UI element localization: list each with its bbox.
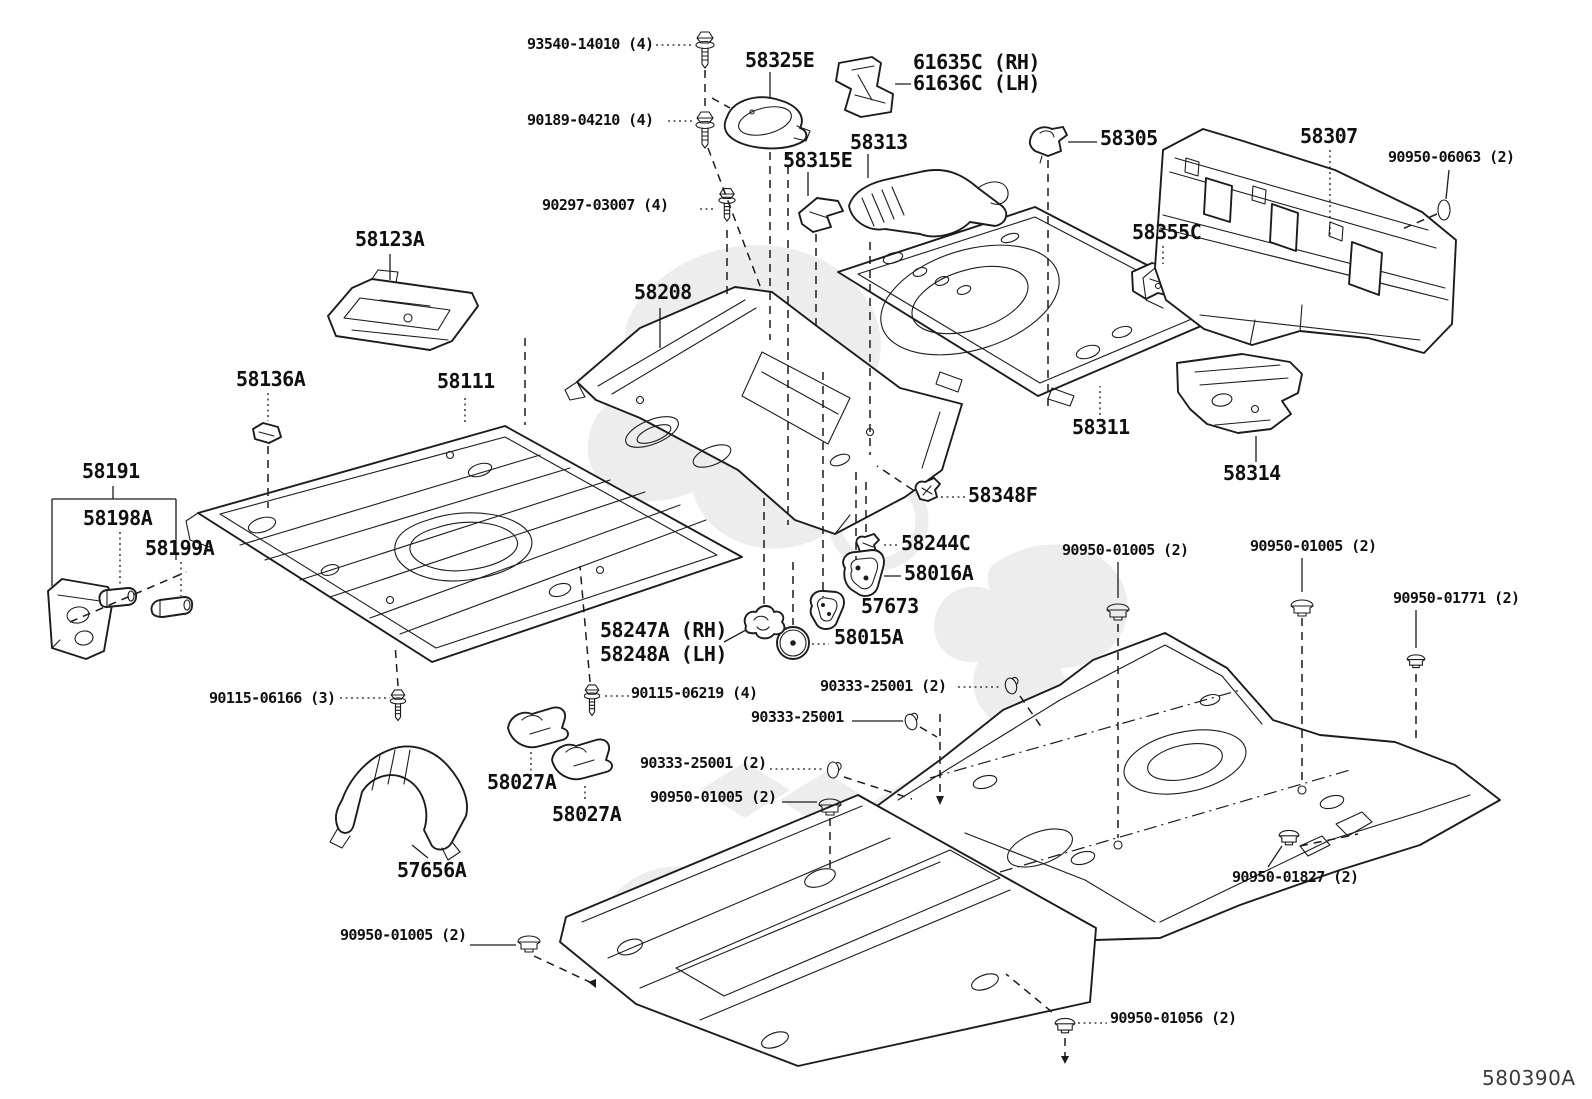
- part-label-90950-01771[interactable]: 90950-01771 (2): [1393, 589, 1520, 607]
- part-label-90950-01005-r1[interactable]: 90950-01005 (2): [1062, 541, 1189, 559]
- plug-90950-01771: [1406, 654, 1426, 669]
- part-drawing-floor-under-cover: [560, 795, 1096, 1066]
- part-drawing-58111: [186, 426, 742, 662]
- part-drawing-58307: [1143, 129, 1456, 353]
- part-drawing-58348F: [916, 478, 940, 501]
- part-drawing-58198A: [99, 588, 136, 607]
- part-label-58348F[interactable]: 58348F: [968, 483, 1038, 507]
- part-drawing-58315E: [799, 198, 843, 232]
- part-label-58313[interactable]: 58313: [850, 130, 908, 154]
- part-drawing-58325E: [725, 97, 810, 148]
- part-label-58016A[interactable]: 58016A: [904, 561, 974, 585]
- part-label-90333-25001-b[interactable]: 90333-25001: [751, 708, 844, 726]
- part-drawing-57673: [811, 591, 844, 629]
- plug-90950-01005-right-2: [1290, 599, 1314, 617]
- part-label-58191[interactable]: 58191: [82, 459, 140, 483]
- part-drawing-58027A-1: [508, 707, 568, 747]
- part-label-90115-06219[interactable]: 90115-06219 (4): [631, 684, 758, 702]
- part-label-58311[interactable]: 58311: [1072, 415, 1130, 439]
- part-label-58355C[interactable]: 58355C: [1132, 220, 1202, 244]
- part-label-57656A[interactable]: 57656A: [397, 858, 467, 882]
- part-label-58198A[interactable]: 58198A: [83, 506, 153, 530]
- part-drawing-57656A: [330, 746, 467, 860]
- bolt-90189-04210: [695, 111, 715, 149]
- part-label-90950-01005-center[interactable]: 90950-01005 (2): [650, 788, 777, 806]
- fasteners: [389, 31, 1450, 1034]
- part-label-58244C[interactable]: 58244C: [901, 531, 971, 555]
- part-drawing-58305: [1030, 127, 1067, 163]
- part-label-90333-25001-a[interactable]: 90333-25001 (2): [820, 677, 947, 695]
- part-label-58136A[interactable]: 58136A: [236, 367, 306, 391]
- part-drawing-58208: [565, 287, 962, 534]
- diagram-code: 580390A: [1482, 1066, 1576, 1090]
- part-drawing-58199A: [151, 597, 192, 617]
- part-label-58111[interactable]: 58111: [437, 369, 495, 393]
- part-label-58315E[interactable]: 58315E: [783, 148, 853, 172]
- part-label-58123A[interactable]: 58123A: [355, 227, 425, 251]
- part-drawing-58123A: [328, 270, 478, 350]
- part-label-58314[interactable]: 58314: [1223, 461, 1281, 485]
- part-drawing-61635C: [836, 57, 893, 117]
- part-label-58247A-RH[interactable]: 58247A (RH): [600, 618, 727, 642]
- part-label-90950-06063[interactable]: 90950-06063 (2): [1388, 148, 1515, 166]
- part-drawing-58191: [48, 579, 113, 659]
- clip-90333-25001-b: [902, 711, 922, 732]
- part-drawing-58136A: [253, 423, 281, 443]
- part-label-58305[interactable]: 58305: [1100, 126, 1158, 150]
- part-label-58208[interactable]: 58208: [634, 280, 692, 304]
- part-label-58027A-1[interactable]: 58027A: [487, 770, 557, 794]
- plug-90950-01005-bottom-left: [517, 935, 541, 953]
- part-label-90189-04210[interactable]: 90189-04210 (4): [527, 111, 654, 129]
- bolt-90115-06166: [389, 689, 407, 721]
- clip-90333-25001-c: [826, 761, 842, 779]
- plug-90950-01056: [1054, 1017, 1076, 1034]
- leader-lines: [52, 45, 1449, 1064]
- part-label-90950-01827[interactable]: 90950-01827 (2): [1232, 868, 1359, 886]
- part-label-58015A[interactable]: 58015A: [834, 625, 904, 649]
- plug-90950-06063: [1438, 200, 1450, 220]
- part-label-58248A-LH[interactable]: 58248A (LH): [600, 642, 727, 666]
- part-drawing-58314: [1177, 354, 1302, 433]
- part-label-57673[interactable]: 57673: [861, 594, 919, 618]
- part-drawing-58016A: [843, 550, 884, 596]
- part-label-58027A-2[interactable]: 58027A: [552, 802, 622, 826]
- bolt-93540-14010: [695, 31, 715, 69]
- part-label-90950-01056[interactable]: 90950-01056 (2): [1110, 1009, 1237, 1027]
- part-label-90115-06166[interactable]: 90115-06166 (3): [209, 689, 336, 707]
- part-label-90950-01005-bl[interactable]: 90950-01005 (2): [340, 926, 467, 944]
- part-label-61636C-LH[interactable]: 61636C (LH): [913, 71, 1040, 95]
- part-drawing-58027A-2: [552, 739, 612, 779]
- bolt-90297-03007: [718, 188, 736, 222]
- part-drawing-58247A: [745, 606, 785, 638]
- part-label-90950-01005-r2[interactable]: 90950-01005 (2): [1250, 537, 1377, 555]
- part-label-61635C-RH[interactable]: 61635C (RH): [913, 50, 1040, 74]
- part-label-58199A[interactable]: 58199A: [145, 536, 215, 560]
- part-label-90297-03007[interactable]: 90297-03007 (4): [542, 196, 669, 214]
- part-label-58307[interactable]: 58307: [1300, 124, 1358, 148]
- part-label-58325E[interactable]: 58325E: [745, 48, 815, 72]
- part-drawing-58313: [849, 170, 1008, 236]
- part-label-93540-14010[interactable]: 93540-14010 (4): [527, 35, 654, 53]
- part-drawing-58015A: [777, 627, 809, 659]
- bolt-90115-06219: [583, 684, 601, 716]
- part-label-90333-25001-c[interactable]: 90333-25001 (2): [640, 754, 767, 772]
